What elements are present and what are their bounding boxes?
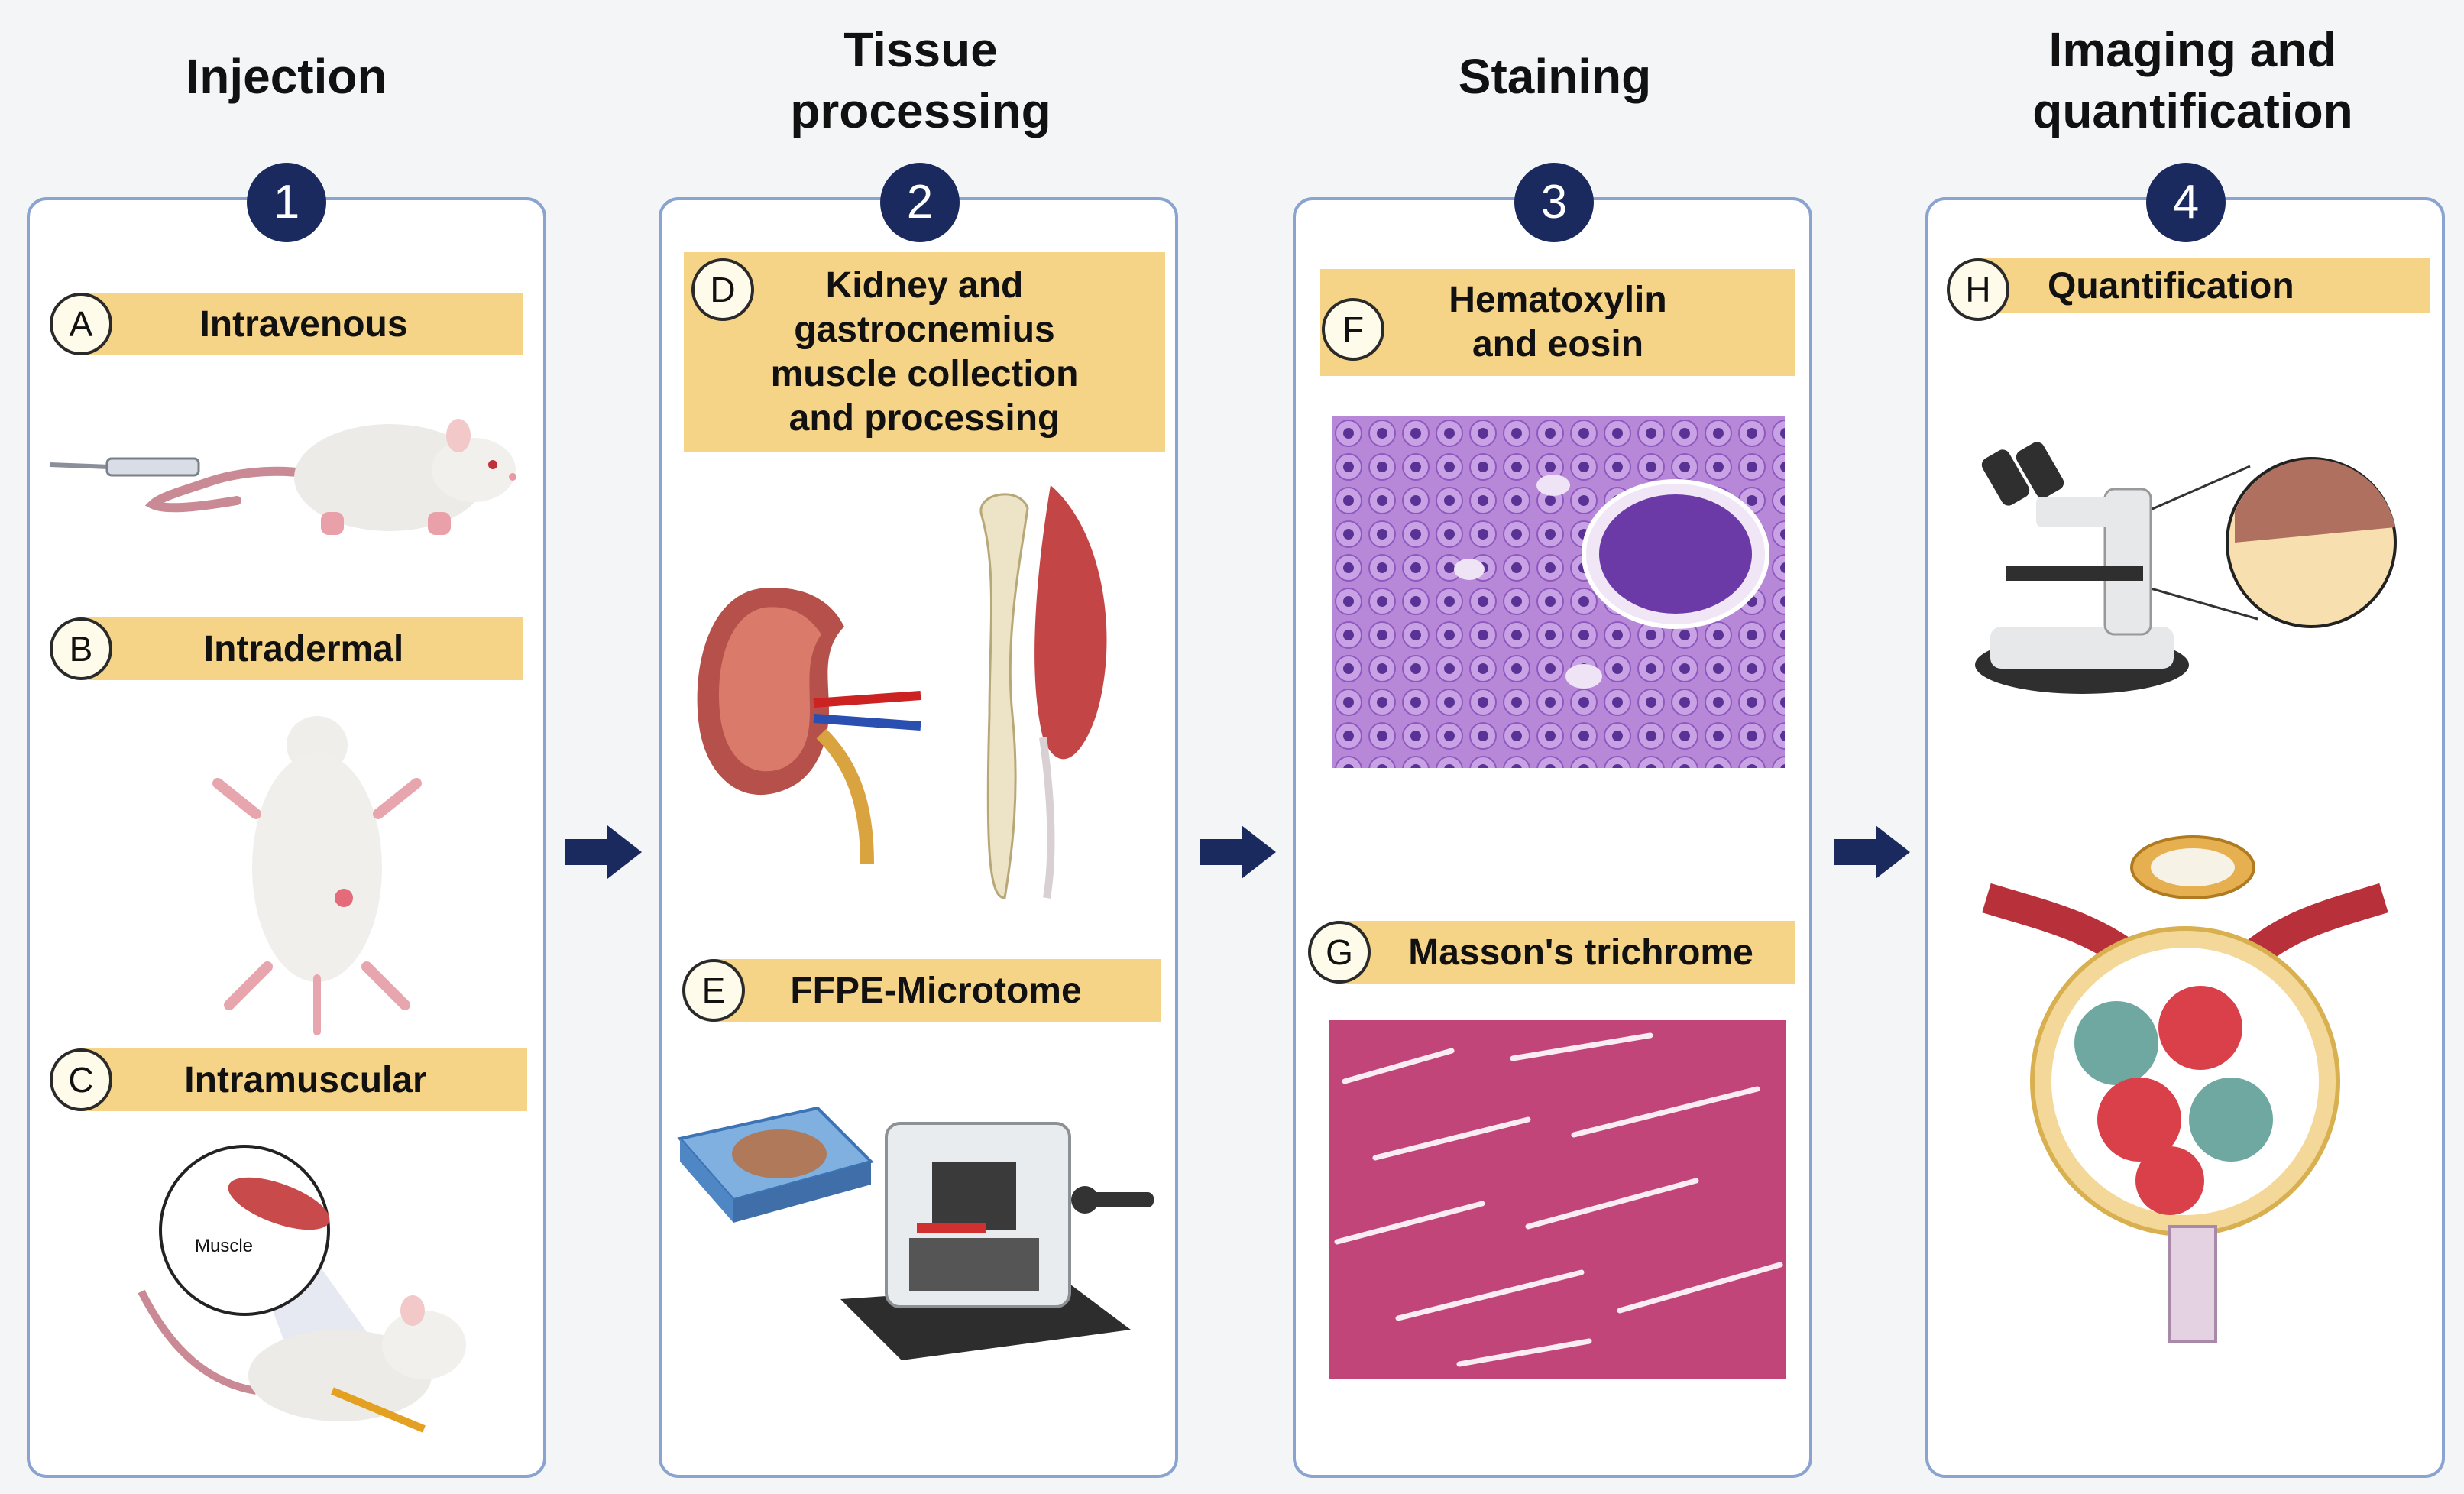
label-ffpe-microtome: FFPE-Microtome [711,959,1161,1022]
arrow-right-icon [565,825,642,879]
mouse-intradermal-illustration [212,716,422,1035]
ffpe-block-illustration [677,1106,874,1223]
label-massons-trichrome: Masson's trichrome [1336,921,1795,984]
microscope-icon [1975,442,2397,694]
microtome-illustration [840,1122,1154,1360]
step-badge-1: 1 [247,163,326,242]
step-badge-2: 2 [880,163,960,242]
letter-badge-a: A [50,293,112,355]
masson-trichrome-image [1329,1020,1786,1379]
label-hematoxylin-eosin: Hematoxylin and eosin [1320,269,1795,376]
column-title-injection: Injection [186,49,387,104]
label-intravenous: Intravenous [84,293,523,355]
mouse-intravenous-illustration [49,419,516,535]
letter-badge-d: D [691,258,754,321]
he-histology-image [1332,416,1785,768]
arrow-right-icon [1834,825,1910,879]
kidney-illustration [697,588,921,864]
letter-badge-c: C [50,1048,112,1111]
step-badge-4: 4 [2146,163,2226,242]
glomerulus-illustration [1982,835,2388,1343]
letter-badge-h: H [1947,258,2009,321]
label-quantification: Quantification [1979,258,2430,313]
letter-badge-e: E [682,959,745,1022]
arrow-right-icon [1200,825,1276,879]
letter-badge-f: F [1322,298,1384,361]
label-kidney-collection: Kidney and gastrocnemius muscle collecti… [684,252,1165,452]
label-intradermal: Intradermal [84,617,523,680]
step-badge-3: 3 [1514,163,1594,242]
letter-badge-b: B [50,617,112,680]
column-title-staining: Staining [1458,49,1652,104]
column-title-tissue-processing: Tissue processing [790,22,1051,138]
column-title-imaging: Imaging and quantification [2032,22,2353,138]
letter-badge-g: G [1308,921,1371,984]
gastrocnemius-illustration [979,485,1107,899]
mouse-intramuscular-illustration: Muscle [138,1145,466,1433]
muscle-callout-label: Muscle [195,1236,253,1256]
label-intramuscular: Intramuscular [84,1048,527,1111]
